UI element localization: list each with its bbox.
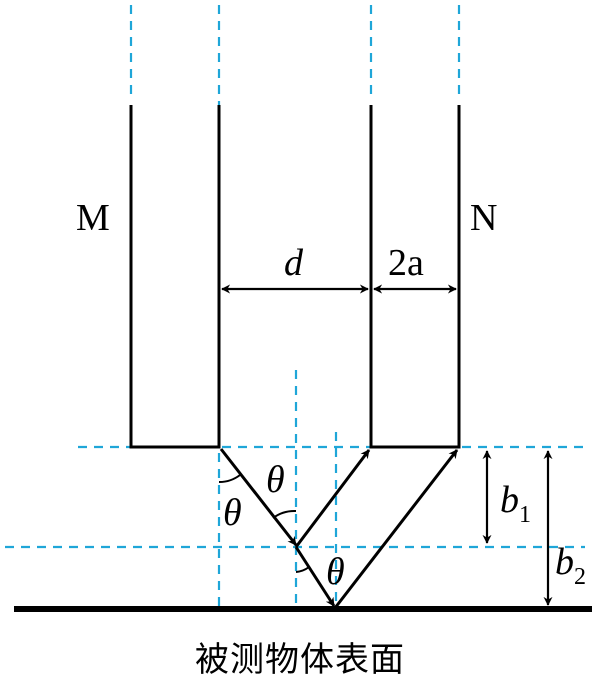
- label-2a: 2a: [388, 242, 424, 284]
- angle-arc-lower: [295, 566, 310, 573]
- probe-n-outline: [369, 105, 461, 449]
- angle-arc-normal: [272, 509, 297, 519]
- ray-incident-long: [294, 546, 336, 607]
- label-b1-base: b: [500, 479, 519, 521]
- label-b2-base: b: [555, 541, 574, 583]
- dashed-guides: [5, 5, 585, 610]
- label-b2: b2: [555, 541, 586, 590]
- label-2a-text: 2a: [388, 242, 424, 284]
- angle-arc-left: [218, 474, 241, 484]
- label-d: d: [284, 242, 304, 284]
- label-b2-sub: 2: [574, 564, 586, 590]
- label-theta-normal: θ: [266, 459, 285, 501]
- label-b1: b1: [500, 479, 531, 528]
- ray-reflected-short: [294, 449, 371, 548]
- surface-caption: 被测物体表面: [195, 640, 405, 680]
- light-rays: [219, 448, 459, 609]
- label-theta-left: θ: [223, 492, 242, 534]
- label-b1-sub: 1: [519, 502, 531, 528]
- ray-incident-short: [219, 448, 298, 546]
- angle-arcs: [218, 474, 310, 573]
- label-n: N: [470, 197, 497, 239]
- probe-m-outline: [129, 105, 221, 449]
- label-m: M: [76, 197, 110, 239]
- ray-reflected-long: [333, 449, 459, 609]
- label-theta-lower: θ: [326, 551, 345, 593]
